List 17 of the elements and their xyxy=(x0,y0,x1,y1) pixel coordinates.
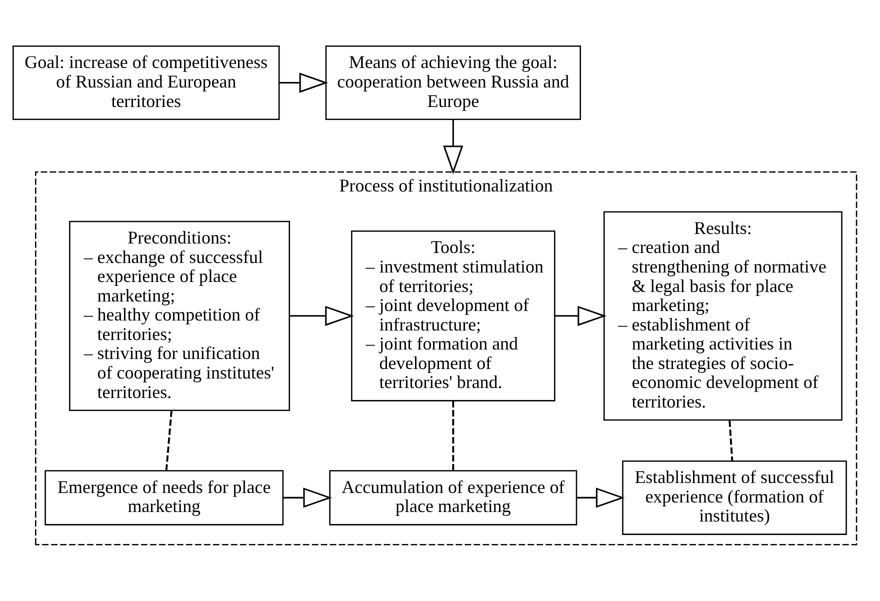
node-box: Tools: – investment stimulation of territories; – joint development of infrastructure; – joint formation and development of territories' brand. xyxy=(351,230,556,402)
node-box: Results: – creation and strengthening of normative & legal basis for place marketing; – establishment of marketing activities in the strategies of socio-economic development of territories. xyxy=(603,211,842,421)
arrow xyxy=(290,306,354,326)
node-box: Goal: increase of competitiveness of Russian and European territories xyxy=(12,46,280,120)
node-box: Emergence of needs for place marketing xyxy=(44,470,284,526)
connector xyxy=(452,401,454,470)
connector xyxy=(728,420,734,461)
arrow xyxy=(554,306,606,326)
node-box: Establishment of successful experience (formation of institutes) xyxy=(622,460,847,535)
node-box: Preconditions: – exchange of successful experience of place marketing; – healthy competition of territories; – striving for unification of cooperating institutes' territories. xyxy=(69,220,290,411)
arrow xyxy=(283,488,332,508)
connector xyxy=(165,410,172,471)
node-box: Means of achieving the goal: cooperation between Russia and Europe xyxy=(325,46,581,120)
node-box: Accumulation of experience of place marketing xyxy=(329,470,578,526)
arrow xyxy=(279,72,328,93)
arrow xyxy=(443,120,464,174)
arrow xyxy=(576,488,625,508)
